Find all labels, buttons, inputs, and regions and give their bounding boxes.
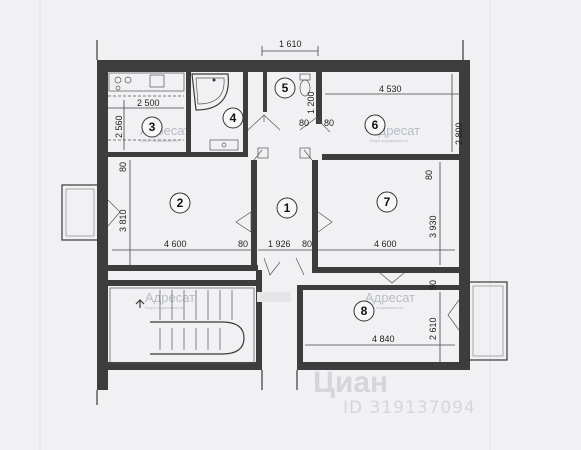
svg-text:4: 4 <box>230 111 237 125</box>
wc-fixtures <box>299 73 311 97</box>
svg-text:Бюро недвижимости: Бюро недвижимости <box>365 305 403 310</box>
interior-walls <box>97 72 459 370</box>
svg-text:2: 2 <box>177 196 184 210</box>
cian-watermark: Циан ID 319137094 <box>313 366 476 418</box>
room-marker-6: 6 <box>364 114 386 136</box>
right-balcony <box>447 281 508 361</box>
watermark-4: Адресат Бюро недвижимости <box>365 290 415 310</box>
dim-4600-left: 4 600 <box>164 239 187 249</box>
room-marker-3: 3 <box>141 116 163 138</box>
doors <box>235 114 405 284</box>
top-dimension: 1 610 <box>261 39 319 56</box>
dim-80-c: 80 <box>424 170 434 180</box>
dim-80-a: 80 <box>299 118 309 128</box>
dim-2500: 2 500 <box>137 98 160 108</box>
dimension-labels: 2 500 2 560 1 200 4 530 2 800 80 80 80 3… <box>114 84 464 344</box>
dimension-lines <box>108 74 459 362</box>
svg-text:5: 5 <box>282 81 289 95</box>
room-markers: 1 2 3 4 5 6 7 8 <box>141 77 398 322</box>
dim-80-g: 80 <box>324 118 334 128</box>
dim-80-e: 80 <box>302 239 312 249</box>
room-marker-1: 1 <box>276 197 298 219</box>
dim-80-b: 80 <box>118 162 128 172</box>
room-marker-8: 8 <box>353 300 375 322</box>
svg-text:6: 6 <box>372 118 379 132</box>
svg-text:Бюро недвижимости: Бюро недвижимости <box>140 138 178 143</box>
kitchen-fixtures <box>108 72 185 141</box>
svg-text:Циан: Циан <box>313 366 388 399</box>
outer-walls <box>96 40 470 405</box>
svg-text:1 610: 1 610 <box>279 39 302 49</box>
room-marker-5: 5 <box>274 77 296 99</box>
dim-3810: 3 810 <box>118 209 128 232</box>
svg-text:3: 3 <box>149 120 156 134</box>
left-balcony <box>61 184 121 241</box>
svg-text:Бюро недвижимости: Бюро недвижимости <box>370 138 408 143</box>
dim-80-f: 80 <box>428 280 438 290</box>
dim-3930: 3 930 <box>428 215 438 238</box>
dim-4530: 4 530 <box>379 84 402 94</box>
dim-2560: 2 560 <box>114 115 124 138</box>
dim-1926: 1 926 <box>268 239 291 249</box>
dim-4600-right: 4 600 <box>374 239 397 249</box>
watermark-3: Адресат Бюро недвижимости <box>145 290 195 310</box>
svg-text:1: 1 <box>284 201 291 215</box>
blurred-label <box>257 292 291 302</box>
dim-1200: 1 200 <box>306 91 316 114</box>
svg-text:Адресат: Адресат <box>145 290 195 305</box>
dim-2800: 2 800 <box>454 122 464 145</box>
svg-text:ID 319137094: ID 319137094 <box>343 398 476 418</box>
svg-text:8: 8 <box>361 304 368 318</box>
dim-4840: 4 840 <box>372 334 395 344</box>
svg-text:Адресат: Адресат <box>365 290 415 305</box>
dim-2610: 2 610 <box>428 317 438 340</box>
svg-text:7: 7 <box>384 195 391 209</box>
bath-fixtures <box>191 73 239 151</box>
room-marker-7: 7 <box>376 191 398 213</box>
room-marker-2: 2 <box>169 192 191 214</box>
dim-80-d: 80 <box>238 239 248 249</box>
svg-text:Бюро недвижимости: Бюро недвижимости <box>145 305 183 310</box>
room-marker-4: 4 <box>222 107 244 129</box>
staircase <box>109 287 255 364</box>
